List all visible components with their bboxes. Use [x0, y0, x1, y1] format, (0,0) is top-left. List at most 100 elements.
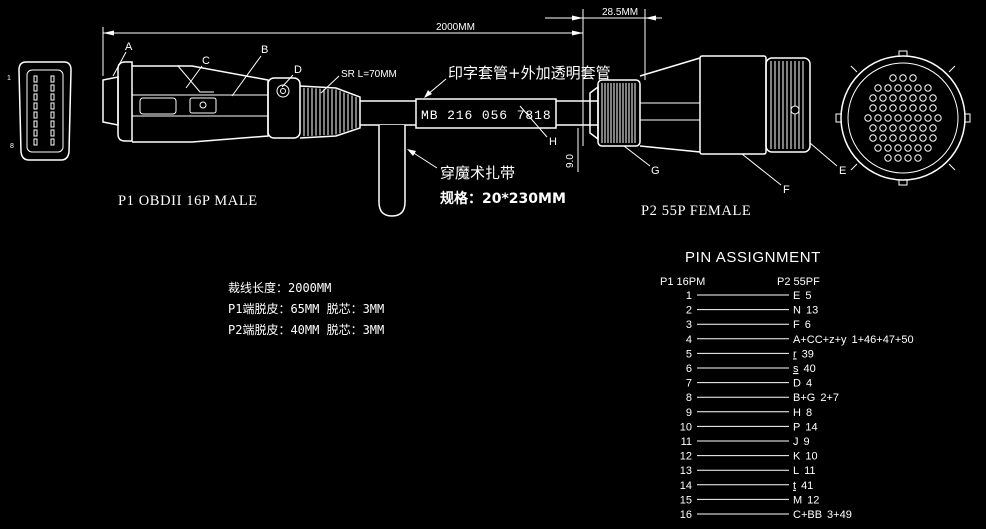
- p1-release-button: [189, 97, 217, 114]
- p2-face-pin-hole: [899, 74, 907, 82]
- p2-pin-number: 14: [805, 421, 817, 433]
- p2-face-pin-hole: [929, 134, 937, 142]
- p2-pin-letter: t: [793, 480, 796, 492]
- p2-pin-number: 4: [806, 378, 812, 390]
- p2-face-pin-hole: [914, 154, 922, 162]
- p1-pin-number: 2: [686, 305, 692, 317]
- p2-face-pin-hole: [889, 124, 897, 132]
- p2-pin-letter: s: [793, 363, 799, 375]
- p2-pin-letter: A+CC+z+y: [793, 334, 847, 346]
- p1-pin-number: 4: [686, 334, 692, 346]
- p2-pin-number: 2+7: [820, 392, 839, 404]
- p2-face-pin-hole: [914, 114, 922, 122]
- callout-g: G: [651, 165, 660, 177]
- p2-face-pin-hole: [884, 84, 892, 92]
- p2-face-pin-hole: [879, 124, 887, 132]
- p1-pin-number: 15: [680, 494, 692, 506]
- p2-face-pin-hole: [869, 94, 877, 102]
- p2-face-key-left: [835, 113, 842, 123]
- nut-length-label: 28.5MM: [602, 7, 638, 18]
- p1-face-pin-last-label: 8: [10, 143, 14, 150]
- p1-pin-number: 8: [686, 392, 692, 404]
- p2-pin-letter: C+BB: [793, 509, 822, 521]
- dimension-arrow-left: [103, 30, 114, 36]
- p1-pin-number: 5: [686, 348, 692, 360]
- callout-d-leader: [281, 74, 294, 88]
- dimension-arrow-nut-right: [645, 15, 656, 21]
- callout-h-leader: [519, 105, 548, 138]
- p1-face-view: 1 8: [7, 61, 72, 161]
- p2-pin-letter: r: [793, 348, 797, 360]
- p2-pin: P 14: [793, 421, 818, 433]
- p2-face-pin-hole: [869, 104, 877, 112]
- p1-face-pin: [50, 138, 55, 146]
- callout-f: F: [783, 184, 790, 196]
- p1-face-outline: [18, 61, 72, 161]
- p2-face-pin-hole: [874, 84, 882, 92]
- p1-face-pin: [50, 102, 55, 110]
- p2-pin-letter: B+G: [793, 392, 815, 404]
- p2-face-inner-ring: [847, 62, 959, 174]
- p2-pin-number: 9: [804, 436, 810, 448]
- p2-face-pin-hole: [924, 84, 932, 92]
- p2-pin-letter: P: [793, 421, 800, 433]
- p2-face-pin-hole: [874, 114, 882, 122]
- p2-face-pin-hole: [904, 144, 912, 152]
- p2-front-ring-ribs: [770, 61, 804, 149]
- sleeve-height-label: 9.0: [565, 154, 576, 168]
- p1-face-pin: [50, 84, 55, 92]
- cable-tie-leader-arrow: [407, 149, 416, 156]
- p2-face-key-right: [964, 113, 971, 123]
- p2-callouts: G F E: [623, 142, 846, 196]
- p1-face-pin: [33, 129, 38, 137]
- p1-face-pin: [33, 75, 38, 83]
- p1-column-header: P1 16PM: [660, 276, 705, 288]
- sleeve-note-leader-arrow: [424, 90, 432, 98]
- p2-face-pin-hole: [914, 144, 922, 152]
- cut-notes: 裁线长度：2000MM P1端脱皮：65MM 脱芯：3MM P2端脱皮：40MM…: [228, 280, 384, 337]
- p1-screw-head: [280, 88, 286, 94]
- p2-face-pin-hole: [899, 94, 907, 102]
- cut-length-note: 裁线长度：2000MM: [228, 280, 331, 295]
- p1-pin-number: 14: [680, 480, 692, 492]
- printed-sleeve-text: MB 216 056 7818: [421, 108, 552, 123]
- p1-face-pin: [50, 111, 55, 119]
- strain-relief-ribs: [303, 87, 357, 137]
- p2-connector-side-view: [589, 55, 811, 155]
- p2-coupling-nut: [597, 79, 641, 147]
- p2-pin-number: 41: [801, 480, 813, 492]
- p1-face-pin: [33, 111, 38, 119]
- p2-face-pin-hole: [884, 154, 892, 162]
- p2-face-pin-hole: [879, 94, 887, 102]
- p2-face-pin-hole: [889, 94, 897, 102]
- p2-pin-number: 13: [806, 305, 818, 317]
- p1-face-pin-first-label: 1: [7, 75, 11, 82]
- p2-face-pin-hole: [909, 134, 917, 142]
- p1-face-pin: [33, 102, 38, 110]
- p2-pin: t 41: [793, 480, 813, 492]
- cable-tie: 穿魔术扎带 规格：20*230MM: [378, 125, 566, 217]
- p2-face-pin-hole: [929, 124, 937, 132]
- printed-sleeve: MB 216 056 7818 印字套管+外加透明套管: [415, 64, 611, 129]
- p2-strip-note: P2端脱皮：40MM 脱芯：3MM: [228, 322, 384, 337]
- p2-face-pins: [864, 74, 942, 162]
- callout-a: A: [125, 41, 133, 53]
- p1-pin-number: 7: [686, 378, 692, 390]
- p2-face-view: [835, 50, 971, 186]
- p2-column-header: P2 55PF: [777, 276, 820, 288]
- p2-pin-letter: L: [793, 465, 799, 477]
